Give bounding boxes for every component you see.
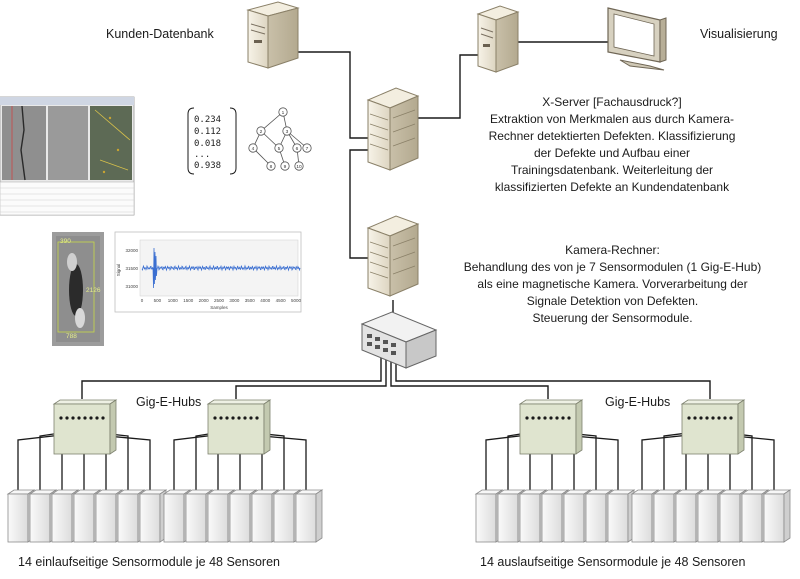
signal-x-tick: 1500 (183, 298, 194, 303)
x-server-line: Trainingsdatenbank. Weiterleitung der (510, 163, 714, 177)
sensor-module (294, 489, 324, 543)
gig-e-hub (206, 399, 272, 455)
camera-line: Behandlung des von je 7 Sensormodulen (1… (463, 260, 762, 274)
feature-vector: 0.234 0.112 0.018...0.938 (187, 107, 237, 175)
camera-title: Kamera-Rechner: (565, 243, 660, 257)
defect-label-top: 390 (60, 238, 71, 245)
vector-value: 0.112 (194, 127, 221, 137)
tree-node: 3 (282, 126, 292, 136)
tree-node: 8 (266, 161, 276, 171)
signal-x-tick: 0 (141, 298, 144, 303)
link-switch-hub3 (390, 352, 549, 399)
monitor-icon (607, 7, 667, 71)
gig-e-hubs (52, 399, 746, 455)
network-connections (81, 41, 711, 399)
network-switch-icon (360, 311, 438, 369)
x-server-rack-icon (366, 87, 420, 171)
tree-edge (260, 111, 284, 132)
x-server-line: klassifizierten Defekte an Kundendatenba… (494, 180, 730, 194)
signal-x-tick: 4000 (260, 298, 271, 303)
sensor-module (250, 489, 280, 543)
camera-server-rack-icon (366, 215, 420, 297)
signal-x-tick: 1000 (168, 298, 179, 303)
link-customer-db (298, 51, 368, 139)
signal-chart: 32000 31500 31000 0 500 1000 1500 2000 2500 3000 3… (114, 231, 302, 313)
vector-value: ... (194, 150, 210, 160)
svg-text:9: 9 (284, 164, 287, 170)
camera-line: Signale Detektion von Defekten. (526, 294, 699, 308)
sensor-module (762, 489, 792, 543)
vector-value: 0.018 (194, 139, 221, 149)
x-server-title: X-Server [Fachausdruck?] (542, 95, 682, 109)
signal-x-tick: 3500 (245, 298, 256, 303)
tree-node: 7 (302, 143, 312, 153)
camera-line: als eine magnetische Kamera. Vorverarbei… (477, 277, 748, 291)
vector-value: 0.938 (194, 161, 221, 171)
signal-series-line (141, 247, 301, 289)
customer-db-server-icon (246, 1, 300, 69)
x-server-line: der Defekte und Aufbau einer (533, 146, 691, 160)
svg-text:6: 6 (296, 146, 299, 152)
tree-node: 5 (274, 143, 284, 153)
signal-x-tick: 3000 (229, 298, 240, 303)
gig-e-hub (680, 399, 746, 455)
gig-e-hub (518, 399, 584, 455)
svg-text:1: 1 (282, 110, 285, 116)
link-xserver-camera (349, 149, 368, 259)
classification-tree: 1 2 3 4 5 6 7 8 9 10 (248, 107, 312, 171)
signal-y-label: Signal (116, 264, 121, 277)
signal-y-tick: 31500 (125, 266, 138, 271)
hub-module-wiring (17, 418, 775, 490)
signal-y-tick: 32000 (125, 248, 138, 253)
sensor-module (138, 489, 168, 543)
visualization-label: Visualisierung (700, 27, 778, 41)
link-visualization (418, 54, 480, 119)
signal-x-tick: 2500 (214, 298, 225, 303)
tree-node: 9 (280, 161, 290, 171)
defect-image: 390 2126 788 (52, 232, 104, 346)
svg-text:7: 7 (306, 146, 309, 152)
tree-node: 10 (294, 161, 304, 171)
signal-x-tick: 4500 (276, 298, 287, 303)
svg-text:3: 3 (286, 129, 289, 135)
software-screenshot-thumbnail (0, 96, 135, 216)
svg-text:4: 4 (252, 146, 255, 152)
svg-text:10: 10 (296, 164, 302, 170)
link-switch-hub1 (81, 352, 382, 399)
defect-label-bottom: 788 (66, 333, 77, 340)
camera-line: Steuerung der Sensormodule. (532, 311, 693, 325)
gig-e-hub (52, 399, 118, 455)
svg-text:8: 8 (270, 164, 273, 170)
link-switch-hub4 (395, 352, 711, 399)
tree-node: 6 (292, 143, 302, 153)
signal-y-tick: 31000 (125, 284, 138, 289)
modules-right-label: 14 auslaufseitige Sensormodule je 48 Sen… (480, 555, 746, 569)
hubs-right-label: Gig-E-Hubs (605, 395, 671, 409)
signal-x-label: Samples (210, 305, 228, 310)
tree-node: 4 (248, 143, 258, 153)
defect-label-right: 2126 (86, 287, 101, 294)
x-server-line: Extraktion von Merkmalen aus durch Kamer… (489, 112, 735, 126)
link-switch-hub2 (235, 352, 387, 399)
customer-db-label: Kunden-Datenbank (106, 27, 214, 41)
hubs-left-label: Gig-E-Hubs (136, 395, 202, 409)
tree-node: 1 (278, 107, 288, 117)
signal-x-tick: 5000 (291, 298, 302, 303)
modules-left-label: 14 einlaufseitige Sensormodule je 48 Sen… (18, 555, 280, 569)
sensor-module (606, 489, 636, 543)
sensor-module (50, 489, 80, 543)
x-server-description: X-Server [Fachausdruck?] Extraktion von … (442, 94, 782, 196)
svg-text:2: 2 (260, 129, 263, 135)
vector-value: 0.234 (194, 115, 221, 125)
sensor-modules (6, 489, 792, 543)
camera-description: Kamera-Rechner: Behandlung des von je 7 … (440, 242, 785, 327)
signal-x-tick: 2000 (199, 298, 210, 303)
tree-node: 2 (256, 126, 266, 136)
visualization-server-icon (476, 5, 520, 73)
x-server-line: Rechner detektierten Defekten. Klassifiz… (488, 129, 736, 143)
signal-x-tick: 500 (154, 298, 162, 303)
svg-text:5: 5 (278, 146, 281, 152)
